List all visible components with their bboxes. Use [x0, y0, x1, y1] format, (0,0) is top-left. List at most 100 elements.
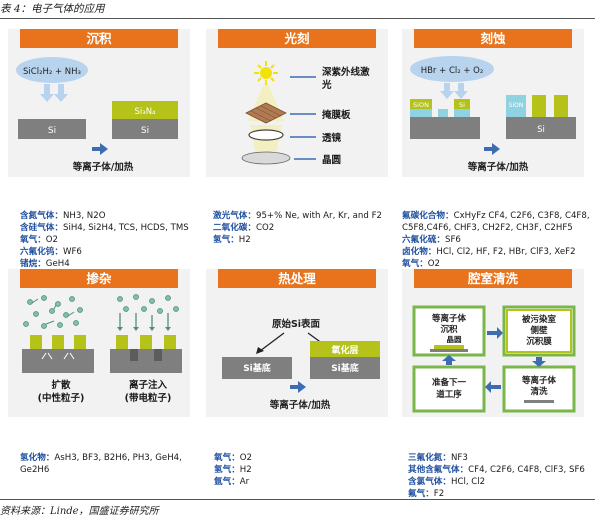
svg-text:被污染室: 被污染室 [522, 314, 557, 325]
label-lens: 透镜 [322, 133, 342, 144]
si-label-right: Si [141, 126, 149, 136]
step-box-plasma-clean [502, 365, 576, 413]
step-box-next [412, 365, 486, 413]
panel-title-deposition: 沉积 [20, 29, 178, 48]
heat-illustration: 原始Si表面 Si基底 氧化层 Si基底 等离子体/加热 [222, 318, 380, 411]
oxide-label: 氧化层 [330, 344, 358, 356]
svg-text:侧壁: 侧壁 [529, 325, 548, 336]
gate-pillar [164, 335, 176, 349]
list-item: 氟碳化合物：CxHyFz CF4, C2F6, C3F8, C4F8, [402, 211, 590, 221]
svg-text:准备下一: 准备下一 [432, 377, 467, 388]
nitride-film [112, 101, 178, 119]
si-label-small: Si [459, 101, 465, 109]
list-item: Ge2H6 [20, 465, 50, 475]
label-implant: 离子注入(带电粒子) [124, 380, 172, 404]
list-item: 含氯气体：HCl, Cl2 [408, 477, 486, 487]
gas-list-lithography: 激光气体：95+% Ne, with Ar, Kr, and F2 二氧化碳：C… [213, 210, 403, 246]
gas-list-heat: 氧气：O2 氢气：H2 氩气：Ar [214, 452, 404, 488]
si-substrate-left [222, 357, 292, 379]
list-item: 氟气：F2 [408, 489, 445, 499]
gas-list-etching: 氟碳化合物：CxHyFz CF4, C2F6, C3F8, C4F8, C5F8… [402, 210, 592, 270]
gate-pillar [52, 335, 64, 349]
gas-down-arrow-icon [40, 84, 54, 102]
wafer-film [434, 345, 464, 349]
svg-text:等离子体: 等离子体 [431, 313, 467, 324]
wafer [241, 151, 291, 165]
list-item: 六氟化硫：SF6 [402, 235, 461, 245]
list-item: 二氧化碳：CO2 [213, 223, 275, 233]
wafer-label: 晶圆 [447, 334, 462, 344]
lithography-illustration [241, 61, 316, 165]
implant-region [130, 349, 138, 361]
etched-pillar [554, 95, 568, 117]
list-item: 氩气：Ar [214, 477, 250, 487]
list-item: C5F8,C4F6, CHF3, CH2F2, CH3F, C2HF5 [402, 223, 573, 233]
si-substrate-right [112, 119, 178, 139]
list-item: 含氮气体：NH3, N2O [20, 211, 106, 221]
list-item: 三氟化氮：NF3 [408, 453, 468, 463]
wafer-stage [430, 349, 468, 352]
list-item: 激光气体：95+% Ne, with Ar, Kr, and F2 [213, 211, 382, 221]
process-label: 等离子体/加热 [269, 399, 331, 411]
clean-stage [524, 400, 554, 403]
panel-title-lithography: 光刻 [218, 29, 376, 48]
film-label: Si₃N₄ [135, 107, 157, 117]
etched-pillar [532, 95, 546, 117]
flow-arrow-down-icon [532, 357, 546, 367]
clean-illustration: 等离子体 沉积 晶圆 被污染室 侧壁 沉积膜 等离子体 清洗 准备下一 道工序 [412, 305, 576, 413]
branch-arrow [259, 332, 285, 352]
gas-list-deposition: 含氮气体：NH3, N2O 含硅气体：SiH4, Si2H4, TCS, HCD… [20, 210, 210, 270]
gate-pillar [116, 335, 128, 349]
process-arrow-icon [484, 143, 500, 155]
label-surface: 原始Si表面 [272, 318, 321, 330]
gas-cloud [410, 56, 494, 82]
list-item: 锗烷：GeH4 [20, 259, 70, 269]
si-substrate-right [310, 357, 380, 379]
list-item: 氧气：O2 [20, 235, 59, 245]
label-mask: 掩膜板 [322, 110, 351, 121]
gas-list-clean: 三氟化氮：NF3 其他含氟气体：CF4, C2F6, C4F8, ClF3, S… [408, 452, 595, 500]
list-item: 氢气：H2 [214, 465, 252, 475]
process-label: 等离子体/加热 [467, 161, 529, 173]
list-item: 氧气：O2 [402, 259, 441, 269]
gas-down-arrow-icon [54, 84, 68, 102]
doping-illustration [22, 294, 182, 373]
sion-mask-right [506, 95, 526, 117]
label-wafer: 晶圆 [322, 155, 342, 166]
si-substrate-right [506, 117, 576, 139]
sion-layer [438, 109, 448, 117]
panel-doping: 掺杂 [8, 269, 190, 417]
gate-pillar [74, 335, 86, 349]
oxide-layer [310, 341, 380, 357]
table-caption: 表 4：电子气体的应用 [0, 3, 105, 15]
label-diffusion: 扩散(中性粒子) [37, 380, 85, 404]
gate-pillar [140, 335, 152, 349]
panel-etching: 刻蚀 HBr + Cl₂ + O₂ SiON Si SiON Si 等离子体/加… [402, 29, 584, 177]
svg-text:清洗: 清洗 [530, 386, 548, 397]
si-label-right: Si [537, 125, 545, 135]
svg-text:等离子体: 等离子体 [521, 375, 557, 386]
panel-heat-treatment: 热处理 原始Si表面 Si基底 氧化层 Si基底 等离子体/加热 [206, 269, 388, 417]
svg-text:道工序: 道工序 [436, 389, 462, 400]
panel-title-doping: 掺杂 [20, 269, 178, 288]
panel-title-clean: 腔室清洗 [414, 269, 572, 288]
sion-layer [454, 109, 470, 117]
panel-title-heat: 热处理 [218, 269, 376, 288]
label-euv: 深紫外线激光 [322, 67, 370, 91]
panel-deposition: 沉积 SiCl₂H₂ + NH₃ Si Si₃N₄ Si 等离子体/加热 [8, 29, 190, 177]
substrate-label-left: Si基底 [243, 362, 271, 374]
list-item: 其他含氟气体：CF4, C2F6, C4F8, ClF3, SF6 [408, 465, 585, 475]
list-item: 氢气：H2 [213, 235, 251, 245]
bottom-rule [0, 499, 595, 500]
charged-particles [117, 294, 179, 314]
si-block-right [110, 349, 182, 373]
list-item: 六氟化钨：WF6 [20, 247, 82, 257]
list-item: 氢化物：AsH3, BF3, B2H6, PH3, GeH4, [20, 453, 182, 463]
panel-title-etching: 刻蚀 [414, 29, 572, 48]
process-arrow-icon [92, 143, 108, 155]
sion-label: SiON [509, 102, 524, 109]
gas-cloud [16, 57, 88, 83]
source-note: 资料来源：Linde，国盛证券研究所 [0, 506, 159, 517]
panel-lithography: 光刻 深紫外线激光 掩膜板 透镜 晶圆 [206, 29, 388, 177]
implant-region [154, 349, 162, 361]
